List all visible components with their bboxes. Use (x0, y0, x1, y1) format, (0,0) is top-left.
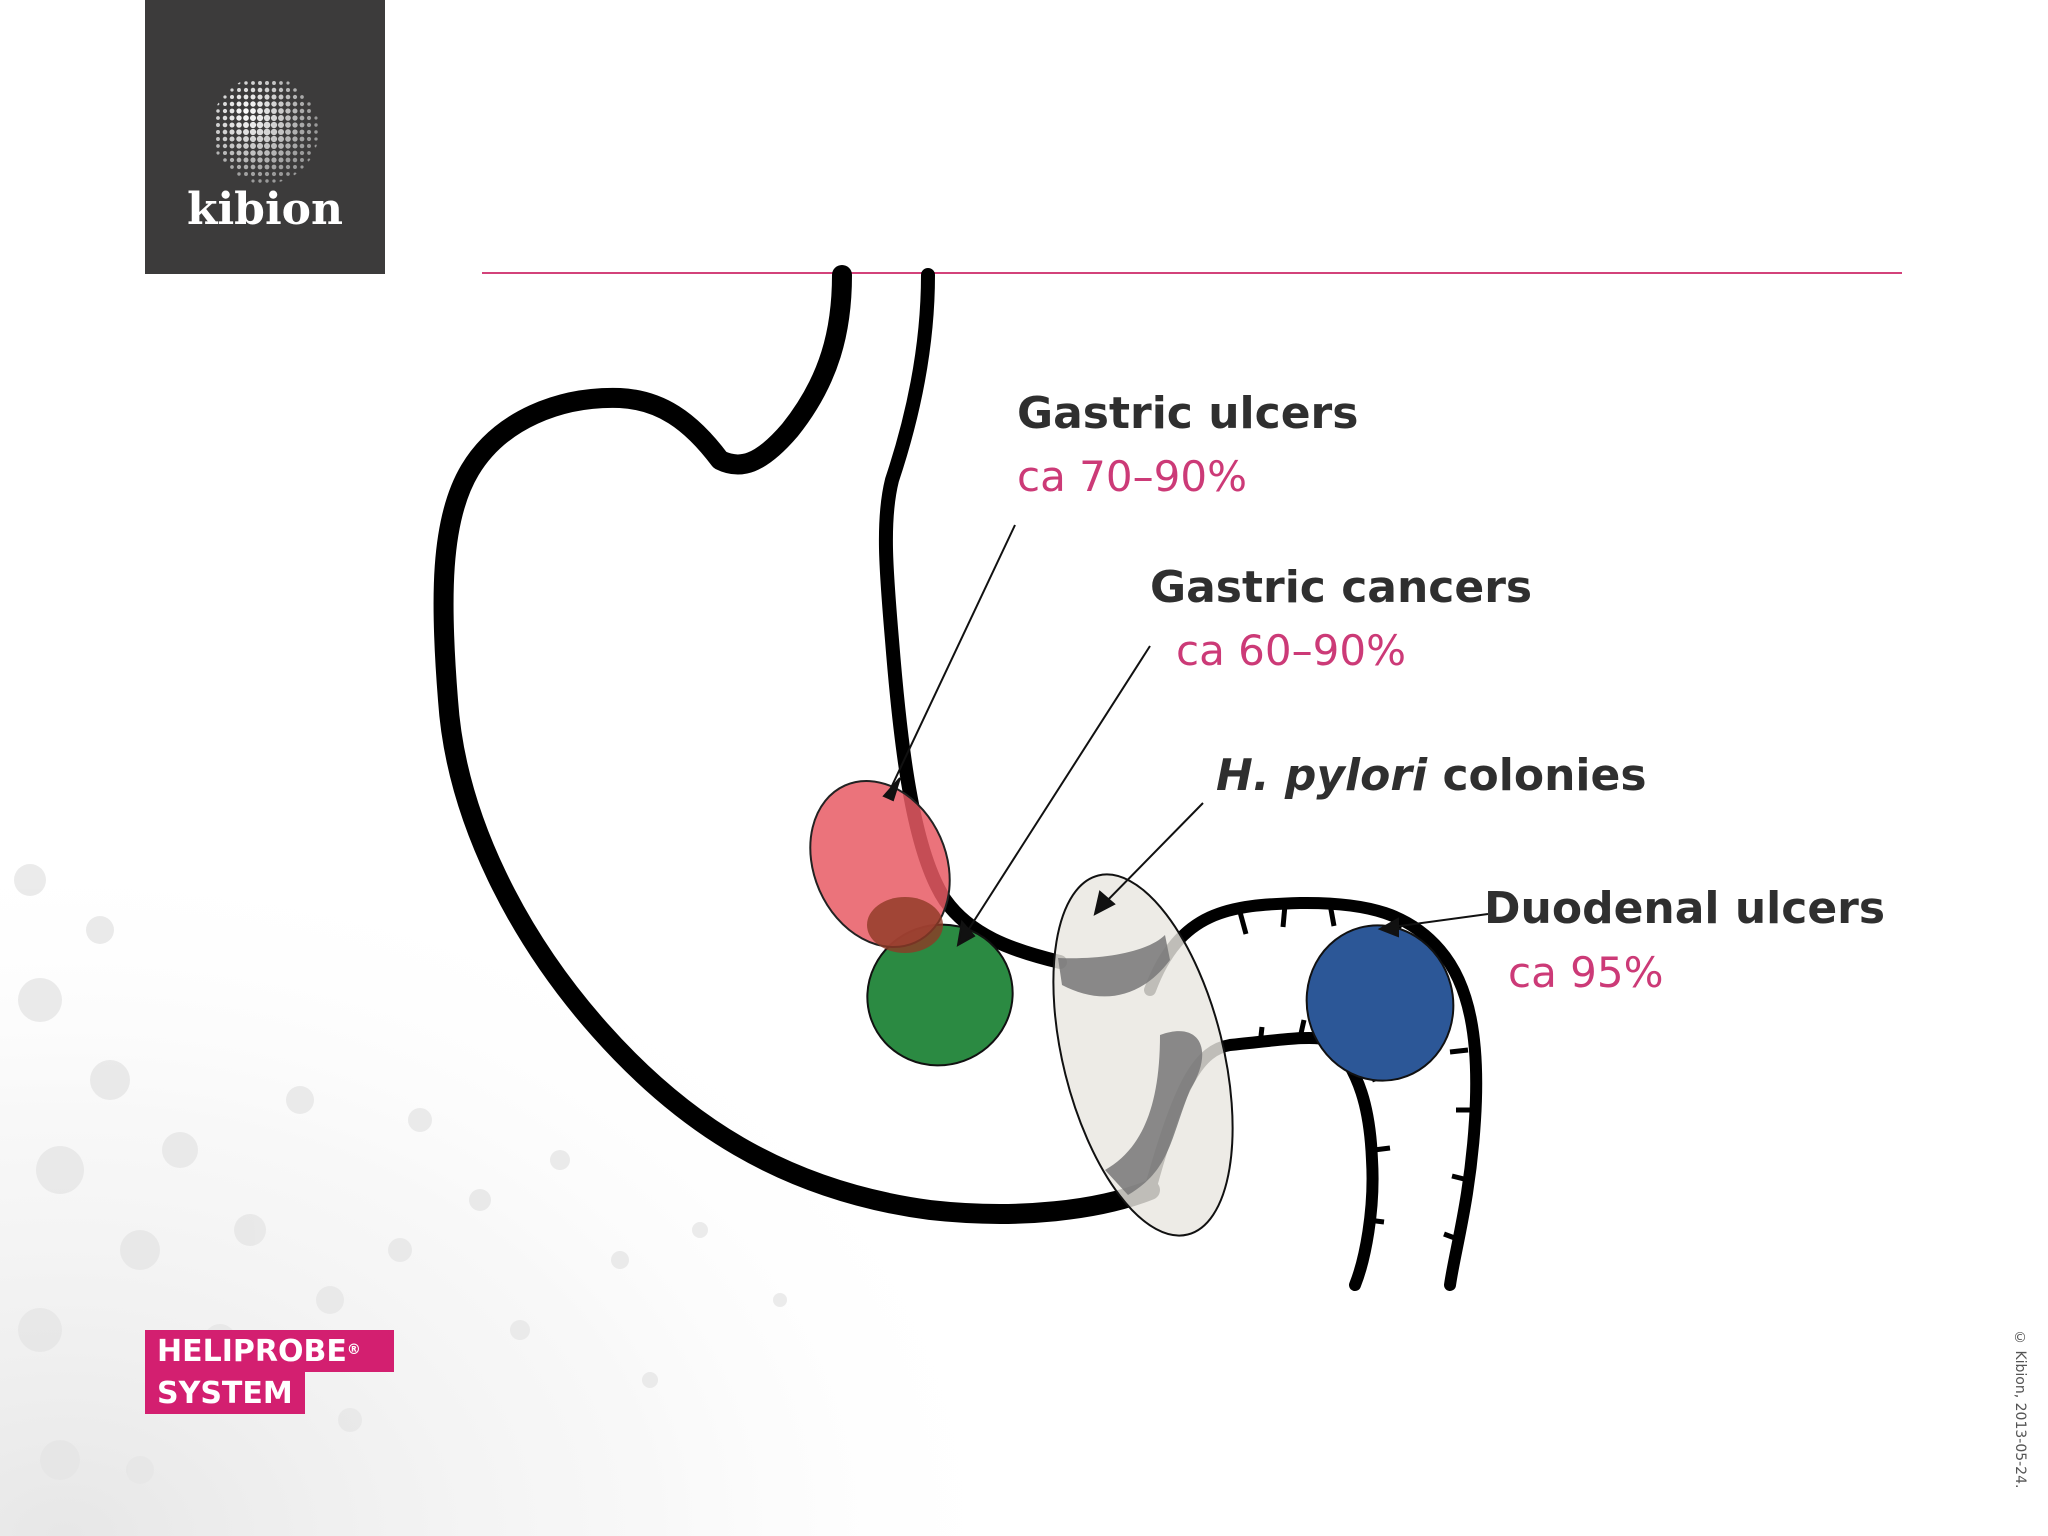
header-divider (482, 272, 1902, 274)
duodenal-ulcers-percentage: ca 95% (1508, 948, 1664, 997)
gastric-ulcers-arrowhead (882, 777, 901, 802)
gastric-cancers-percentage: ca 60–90% (1176, 626, 1406, 675)
registered-mark: ® (346, 1342, 361, 1358)
gastric-cancers-title: Gastric cancers (1150, 562, 1533, 613)
copyright-notice: © Kibion, 2013-05-24. (2012, 1330, 2028, 1489)
gastric-ulcers-title: Gastric ulcers (1017, 388, 1359, 439)
pylorus-shadow (1058, 935, 1203, 1195)
heliprobe-system-badge: HELIPROBE® SYSTEM (145, 1330, 394, 1414)
stomach-inner-wall (878, 268, 1067, 969)
kibion-logo: kibion (145, 0, 385, 274)
ulcer-cancer-overlap (867, 897, 943, 953)
brand-line-1-text: HELIPROBE (157, 1334, 347, 1369)
duodenal-ulcers-arrowhead (1377, 917, 1399, 938)
leader-lines (882, 524, 1489, 947)
stomach-outer-wall (433, 265, 1160, 1224)
gastric-cancers-arrowhead (956, 919, 976, 947)
colonies-word: colonies (1427, 750, 1647, 801)
gastric-ulcers-percentage: ca 70–90% (1017, 452, 1247, 501)
brand-line-2: SYSTEM (145, 1372, 305, 1414)
duodenal-ulcers-region (1305, 924, 1455, 1082)
dotted-globe-icon (216, 81, 318, 183)
logo-wordmark: kibion (186, 184, 344, 235)
h-pylori-arrowhead (1093, 890, 1116, 916)
h-pylori-colonies-title: H. pylori colonies (1216, 750, 1647, 801)
duodenum-upper-wall (1144, 896, 1483, 1291)
h-pylori-species-name: H. pylori (1216, 750, 1428, 801)
duodenal-ulcers-title: Duodenal ulcers (1484, 883, 1886, 934)
brand-line-1: HELIPROBE® (145, 1330, 394, 1372)
